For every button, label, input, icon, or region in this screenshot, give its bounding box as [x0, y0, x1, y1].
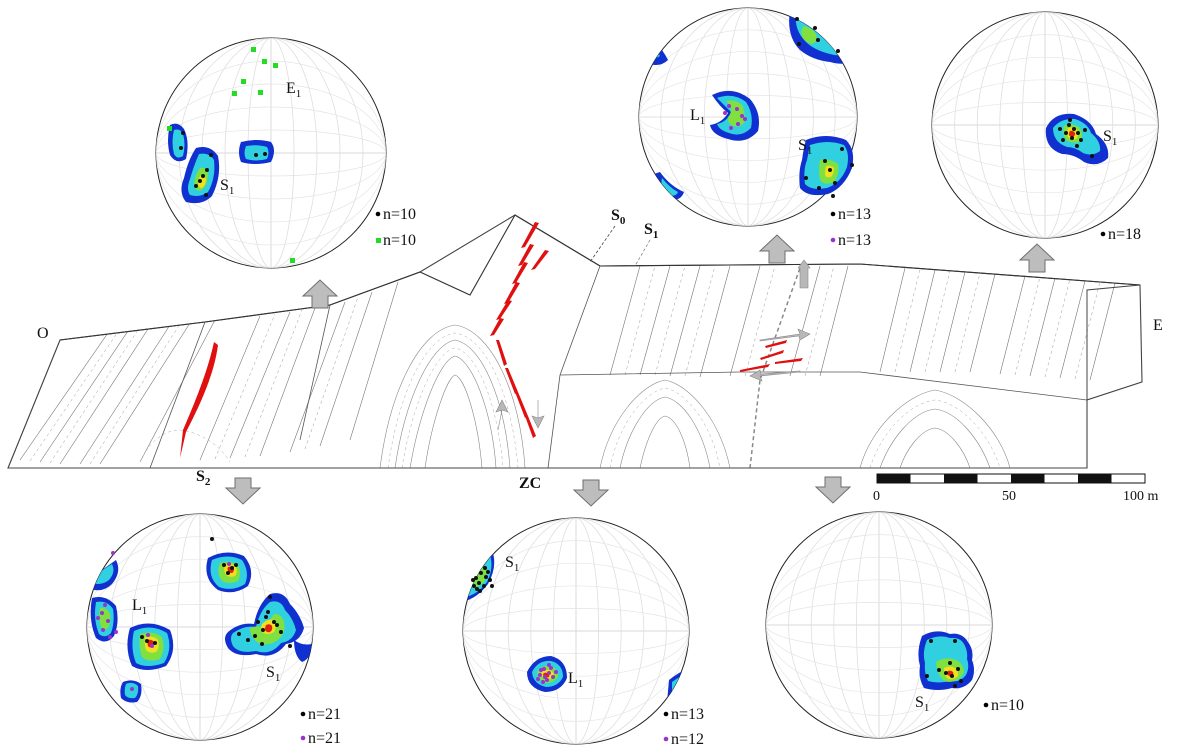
stereonet-top-right: S1 n=18 [931, 11, 1159, 243]
count-lineations: n=13 [838, 232, 871, 249]
stereonet-bottom-middle: S1 L1 n=13 n=12 [462, 517, 704, 747]
label-s1: S1 [915, 694, 929, 714]
scale-tick-0: 0 [873, 489, 880, 504]
scale-bar: 0 50 100 m [873, 473, 1159, 504]
stereonet-top-middle: L1 S1 n=13 n=13 [638, 7, 871, 249]
count-poles: n=21 [308, 706, 341, 723]
connector-arrows [224, 234, 1056, 507]
label-s1: S1 [1103, 128, 1117, 148]
zc-label: ZC [519, 475, 541, 492]
arrow-down-bottomleft [224, 477, 262, 505]
stereonet-bottom-left: L1 S1 n=21 n=21 [86, 513, 341, 747]
svg-text:S0: S0 [611, 207, 626, 227]
s2-label: S2 [196, 468, 211, 488]
scale-tick-100: 100 m [1123, 489, 1159, 504]
count-green: n=10 [383, 232, 416, 249]
count-poles: n=10 [383, 206, 416, 223]
arrow-up-topleft [301, 279, 339, 309]
label-s1: S1 [798, 137, 812, 157]
svg-text:S2: S2 [196, 468, 211, 488]
east-label: E [1153, 317, 1163, 334]
density-contours [168, 123, 274, 204]
label-s1: S1 [505, 554, 519, 574]
svg-text:S1: S1 [644, 221, 658, 241]
scale-tick-50: 50 [1002, 489, 1016, 504]
block-diagram: O E S0 S1 S2 ZC [7, 207, 1163, 492]
arrow-up-topmiddle [758, 234, 796, 264]
arrow-down-bottommiddle [572, 479, 610, 507]
label-s1: S1 [220, 177, 234, 197]
shear-veins [180, 222, 803, 458]
s1-label: S1 [634, 221, 658, 267]
count-poles: n=18 [1108, 226, 1141, 243]
label-e1: E1 [286, 80, 301, 100]
label-l1: L1 [132, 597, 147, 617]
shear-sense-arrows [495, 259, 811, 431]
count-poles: n=13 [838, 206, 871, 223]
arrow-up-topright [1018, 243, 1056, 273]
label-l1: L1 [568, 670, 583, 690]
count-poles: n=13 [671, 706, 704, 723]
stereonet-top-left: E1 S1 n=10 n=10 [155, 37, 416, 269]
label-l1: L1 [690, 107, 705, 127]
count-poles: n=10 [991, 697, 1024, 714]
bedding-traces [8, 215, 1142, 468]
stereonet-bottom-right: S1 n=10 [765, 511, 1024, 739]
arrow-down-bottomright [814, 476, 852, 504]
s0-label: S0 [589, 207, 626, 263]
west-label: O [37, 325, 49, 342]
count-lineations: n=12 [671, 731, 704, 747]
count-lineations: n=21 [308, 730, 341, 747]
label-s1: S1 [266, 664, 280, 684]
